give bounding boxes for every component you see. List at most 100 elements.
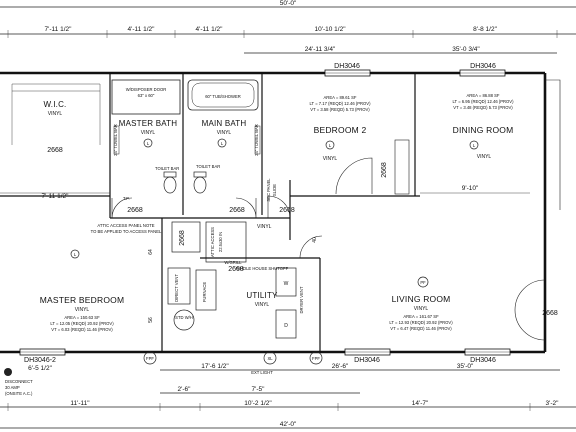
- dim-mid-1: 17'-6 1/2": [201, 363, 229, 370]
- dim-64: 64: [148, 249, 154, 255]
- utility: DIRECT VENT FURNACE STD W/H UTILITY VINY…: [167, 235, 323, 352]
- living-name: LIVING ROOM: [392, 294, 451, 304]
- dryer: D: [284, 323, 288, 329]
- window-living-b: DH3046: [470, 357, 496, 364]
- dim-second-row-a: 24'-11 3/4": [305, 46, 336, 53]
- living-lt: LT = 12.93 (REQD) 20.92 (PROV): [389, 320, 453, 325]
- bottom-dimensions: 17'-6 1/2" 26'-6" 35'-0" 6'-5 1/2" 2'-6"…: [0, 363, 576, 429]
- dining-name: DINING ROOM: [453, 125, 514, 135]
- shower-note: 60" TUB/SHOWER: [205, 94, 241, 99]
- master-toilet-bar: TOILET BAR: [155, 166, 179, 171]
- hall-door: 2668: [279, 207, 295, 214]
- master-bath-light: L: [147, 141, 150, 146]
- dim-b-1: 11'-11": [70, 400, 90, 407]
- dim-dining: 8'-8 1/2": [473, 26, 497, 33]
- dim-b-4: 14'-7": [412, 400, 429, 407]
- living-pf: PF: [420, 280, 426, 285]
- window-dining: DH3046: [470, 63, 496, 70]
- bed2-closet-door: 2668: [381, 162, 388, 178]
- top-windows: DH3046 DH3046: [324, 63, 506, 77]
- disp-door-note: W/DISPOSER DOOR: [126, 87, 166, 92]
- wh-shutoff: WHOLE HOUSE SHUTOFF: [236, 266, 289, 271]
- attic-grill: W/GRILL: [224, 260, 242, 265]
- bedroom-2: AREA = 89.61 SF LT = 7.17 (REQD) 12.46 (…: [290, 73, 530, 197]
- utility-floor: VINYL: [255, 302, 270, 308]
- master-bed-light: L: [74, 252, 77, 257]
- dim-b-3: 10'-2 1/2": [244, 400, 272, 407]
- attic-size: 22.5x30 IN: [218, 232, 223, 252]
- main-bath: 60" TUB/SHOWER MAIN BATH VINYL L 24" TOW…: [187, 73, 263, 219]
- main-bath-name: MAIN BATH: [202, 119, 247, 128]
- disconnect: DISCONNECT: [5, 379, 33, 384]
- dining-room: AREA = 86.88 SF LT = 6.95 (REQD) 12.46 (…: [453, 79, 561, 210]
- closet-attic: 2668 ATTIC ACCESS 22.5x30 IN W/GRILL 266…: [171, 221, 272, 273]
- main-toilet-bar: TOILET BAR: [196, 164, 220, 169]
- dim-b-5: 3'-2": [546, 400, 560, 407]
- fpf-2: FPF: [312, 356, 320, 361]
- top-dimensions: 50'-0" 7'-11 1/2" 4'-11 1/2" 4'-11 1/2" …: [0, 0, 576, 54]
- dining-area: AREA = 86.88 SF: [467, 93, 500, 98]
- master-bed-floor: VINYL: [75, 307, 90, 313]
- dryer-vent: DRYER VENT: [299, 286, 304, 313]
- dim-bedroom2: 10'-10 1/2": [314, 26, 346, 33]
- dim-40: 40: [312, 237, 318, 243]
- wic: W.I.C. VINYL 2668 7'-11 1/2": [0, 73, 111, 218]
- living-vt: VT = 6.47 (REQD) 11.46 (PROV): [390, 326, 452, 331]
- dim-wic: 7'-11 1/2": [45, 26, 73, 33]
- main-bath-door: 2668: [229, 207, 245, 214]
- master-bath-door: 2668: [127, 207, 143, 214]
- dim-56: 56: [148, 317, 154, 323]
- sec-panel-slide: SLIDE: [272, 184, 277, 196]
- wic-floor: VINYL: [48, 111, 63, 117]
- wic-dim: 7'-11 1/2": [42, 193, 70, 200]
- window-master-bed: DH3046-2: [24, 357, 56, 364]
- dim-mid-2: 26'-6": [332, 363, 349, 370]
- master-bath-floor: VINYL: [141, 130, 156, 136]
- furnace: FURNACE: [202, 282, 207, 302]
- fpf-1: FPF: [146, 356, 154, 361]
- living-area: AREA = 161.67 SF: [403, 314, 439, 319]
- dining-vt: VT = 3.48 (REQD) 5.73 (PROV): [453, 105, 513, 110]
- wic-door: 2668: [47, 147, 63, 154]
- master-bed-name: MASTER BEDROOM: [40, 295, 125, 305]
- dim-mid-4: 6'-5 1/2": [28, 365, 52, 372]
- bed2-lt: LT = 7.17 (REQD) 12.46 (PROV): [310, 101, 372, 106]
- living-floor: VINYL: [414, 306, 429, 312]
- main-bath-floor: VINYL: [217, 130, 232, 136]
- ext-light: EXT LIGHT: [251, 370, 273, 375]
- main-towel-bar: 24" TOWEL BAR: [254, 124, 259, 156]
- overall-bottom-width: 42'-0": [280, 421, 297, 428]
- wic-name: W.I.C.: [44, 100, 67, 109]
- xl-symbol: XL: [267, 356, 273, 361]
- direct-vent: DIRECT VENT: [174, 274, 179, 302]
- attic-note-2: TO BE APPLIED TO ACCESS PANEL: [91, 229, 162, 234]
- master-towel-bar: 24" TOWEL BAR: [113, 124, 118, 156]
- master-bath: W/DISPOSER DOOR 63" x 60" MASTER BATH VI…: [111, 73, 184, 219]
- dim-mid-3: 35'-0": [457, 363, 474, 370]
- std-wh: STD W/H: [175, 315, 193, 320]
- attic-vinyl: VINYL: [257, 224, 272, 230]
- dim-b-2: 2'-6": [178, 386, 192, 393]
- attic-access: ATTIC ACCESS: [210, 227, 215, 257]
- attic-note-1: ATTIC ACCESS PANEL NOTE: [97, 223, 154, 228]
- dining-lt: LT = 6.95 (REQD) 12.46 (PROV): [453, 99, 515, 104]
- utility-name: UTILITY: [246, 291, 278, 300]
- bed2-name: BEDROOM 2: [314, 125, 367, 135]
- window-bed2: DH3046: [334, 63, 360, 70]
- master-bed-area: AREA = 150.63 SF: [64, 315, 100, 320]
- dim-master-bath: 4'-11 1/2": [128, 26, 156, 33]
- washer: W: [284, 281, 289, 287]
- master-bath-name: MASTER BATH: [119, 119, 178, 128]
- bed2-vt: VT = 3.58 (REQD) 5.73 (PROV): [310, 107, 370, 112]
- main-bath-light: L: [221, 141, 224, 146]
- master-bed-lt: LT = 12.05 (REQD) 20.92 (PROV): [50, 321, 114, 326]
- living-room: PF LIVING ROOM VINYL AREA = 161.67 SF LT…: [389, 276, 558, 341]
- bed2-floor: VINYL: [323, 156, 338, 162]
- dim-b-row2: 7'-5": [252, 386, 266, 393]
- disconnect-amp: 30 AMP: [5, 385, 20, 390]
- bed2-area: AREA = 89.61 SF: [324, 95, 357, 100]
- bed2-light: L: [329, 143, 332, 148]
- master-bedroom: ATTIC ACCESS PANEL NOTE TO BE APPLIED TO…: [40, 217, 290, 352]
- bed2-dim: 9'-10": [462, 185, 479, 192]
